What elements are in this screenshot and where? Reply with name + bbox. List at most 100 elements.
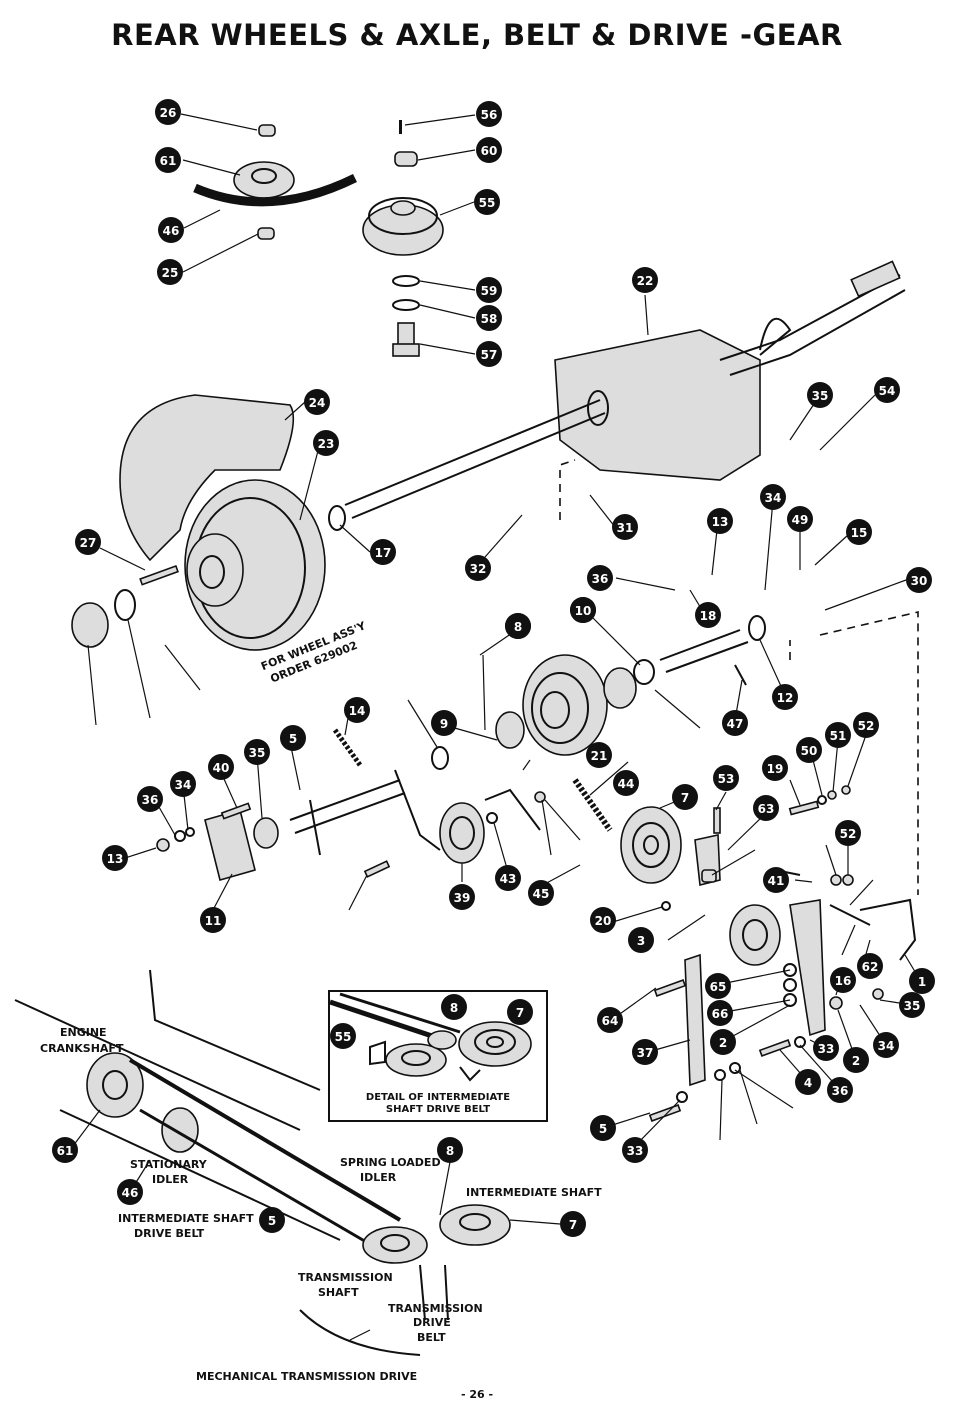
callout-39: 39	[449, 884, 475, 910]
callout-circle	[244, 739, 270, 765]
callout-1: 1	[909, 968, 935, 994]
callout-23: 23	[313, 430, 339, 456]
callout-8: 8	[505, 613, 531, 639]
callout-circle	[843, 1047, 869, 1073]
callout-circle	[476, 277, 502, 303]
label-engine: ENGINE	[60, 1026, 107, 1039]
callout-circle	[853, 712, 879, 738]
callout-circle	[117, 1179, 143, 1205]
callout-33: 33	[622, 1137, 648, 1163]
callout-number: 5	[599, 1122, 607, 1136]
callout-number: 55	[479, 196, 496, 210]
callout-circle	[52, 1137, 78, 1163]
callout-circle	[857, 953, 883, 979]
callout-number: 36	[832, 1084, 849, 1098]
callout-circle	[465, 555, 491, 581]
callout-65: 65	[705, 973, 731, 999]
callout-53: 53	[713, 765, 739, 791]
callout-circle	[713, 765, 739, 791]
callout-circle	[906, 567, 932, 593]
callout-35: 35	[899, 992, 925, 1018]
callout-circle	[476, 305, 502, 331]
callout-60: 60	[476, 137, 502, 163]
callout-circle	[560, 1211, 586, 1237]
callout-circle	[476, 341, 502, 367]
label-idler-2: IDLER	[360, 1171, 397, 1184]
label-belt: BELT	[417, 1331, 446, 1344]
callout-number: 9	[440, 717, 448, 731]
callout-number: 47	[727, 717, 744, 731]
callout-number: 30	[911, 574, 928, 588]
callout-44: 44	[613, 770, 639, 796]
callout-number: 41	[768, 874, 785, 888]
callout-number: 52	[858, 719, 875, 733]
label-shaft: SHAFT	[318, 1286, 359, 1299]
callout-circle	[476, 101, 502, 127]
callout-20: 20	[590, 907, 616, 933]
callout-34: 34	[873, 1032, 899, 1058]
callout-circle	[313, 430, 339, 456]
callout-30: 30	[906, 567, 932, 593]
callout-number: 61	[57, 1144, 74, 1158]
callout-circle	[613, 770, 639, 796]
callout-circle	[695, 602, 721, 628]
callout-number: 20	[595, 914, 612, 928]
callout-number: 34	[878, 1039, 895, 1053]
label-transmission-2: TRANSMISSION	[388, 1302, 483, 1315]
callout-17: 17	[370, 539, 396, 565]
callout-number: 12	[777, 691, 794, 705]
small-pulley-assembly	[193, 124, 357, 240]
callout-58: 58	[476, 305, 502, 331]
callout-7: 7	[672, 784, 698, 810]
callout-number: 5	[268, 1214, 276, 1228]
callout-10: 10	[570, 597, 596, 623]
callout-2: 2	[710, 1029, 736, 1055]
callout-number: 46	[122, 1186, 139, 1200]
callout-number: 16	[835, 974, 852, 988]
callout-circle	[158, 217, 184, 243]
callout-number: 60	[481, 144, 498, 158]
callout-54: 54	[874, 377, 900, 403]
callout-circle	[707, 1000, 733, 1026]
callout-circle	[370, 539, 396, 565]
callout-circle	[505, 613, 531, 639]
callout-47: 47	[722, 710, 748, 736]
callout-circle	[807, 382, 833, 408]
callout-12: 12	[772, 684, 798, 710]
callout-number: 45	[533, 887, 550, 901]
callout-27: 27	[75, 529, 101, 555]
callout-number: 4	[804, 1076, 812, 1090]
callout-8: 8	[437, 1137, 463, 1163]
drive-layout-sketch	[14, 969, 511, 1356]
label-idler: IDLER	[152, 1173, 189, 1186]
label-drive-belt: DRIVE BELT	[134, 1227, 205, 1240]
callout-circle	[590, 1115, 616, 1141]
callout-number: 56	[481, 108, 498, 122]
callout-34: 34	[170, 771, 196, 797]
callout-circle	[795, 1069, 821, 1095]
callout-number: 22	[637, 274, 654, 288]
callout-circle	[772, 684, 798, 710]
callout-13: 13	[102, 845, 128, 871]
callout-43: 43	[495, 865, 521, 891]
callout-circle	[722, 710, 748, 736]
callout-circle	[208, 754, 234, 780]
intermediate-pulley-group	[495, 615, 766, 756]
label-stationary: STATIONARY	[130, 1158, 208, 1171]
callout-66: 66	[707, 1000, 733, 1026]
callout-18: 18	[695, 602, 721, 628]
callout-24: 24	[304, 389, 330, 415]
callout-circle	[344, 697, 370, 723]
callout-circle	[763, 867, 789, 893]
callout-number: 61	[160, 154, 177, 168]
detail-caption-line2: SHAFT DRIVE BELT	[385, 1104, 491, 1115]
callout-number: 62	[862, 960, 879, 974]
callout-16: 16	[830, 967, 856, 993]
footer-title: MECHANICAL TRANSMISSION DRIVE	[196, 1370, 418, 1383]
callout-40: 40	[208, 754, 234, 780]
callout-51: 51	[825, 722, 851, 748]
callout-circle	[825, 722, 851, 748]
dashed-guide-right	[819, 610, 919, 895]
callout-circle	[787, 506, 813, 532]
